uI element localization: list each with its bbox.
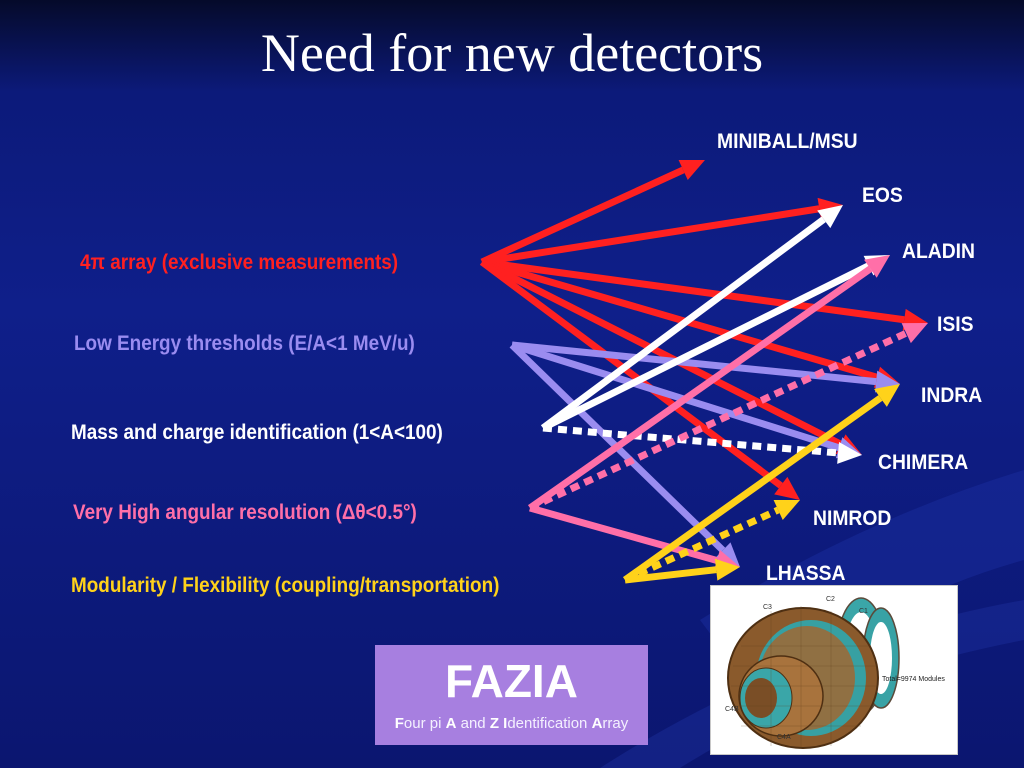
ring-label-c3: C3 xyxy=(763,604,772,611)
fazia-sub-part: I xyxy=(503,715,508,732)
fazia-sub-part: dentification xyxy=(507,715,592,732)
link-line-r1-miniballmsu xyxy=(480,166,685,266)
link-line-r2-chimera xyxy=(510,341,841,452)
detector-nimrod: NIMROD xyxy=(813,507,892,530)
fazia-sub-part: our pi xyxy=(403,715,446,732)
requirement-angular-resolution: Very High angular resolution (Δθ<0.5°) xyxy=(73,501,417,524)
detector-chimera: CHIMERA xyxy=(878,451,969,474)
fazia-name: FAZIA xyxy=(445,655,578,707)
link-line-r1-eos xyxy=(481,205,820,266)
link-line-r5-lhassa xyxy=(624,566,717,584)
modules-count-label: Total=9974 Modules xyxy=(882,676,945,683)
detector-lhassa: LHASSA xyxy=(766,562,846,585)
arrowhead-r3-chimera xyxy=(837,442,862,464)
arrowhead-r2-indra xyxy=(875,370,900,393)
fazia-sub-part: A xyxy=(591,715,603,732)
detector-eos: EOS xyxy=(862,184,903,207)
arrowhead-r4-isis xyxy=(901,323,928,344)
arrowhead-r5-indra xyxy=(874,384,900,407)
link-line-r1-chimera xyxy=(480,258,843,448)
arrowhead-r1-miniballmsu xyxy=(678,159,705,180)
fazia-sub-part: F xyxy=(394,715,404,732)
arrowhead-r2-lhassa xyxy=(715,542,740,567)
fazia-sub-part: A xyxy=(445,715,457,732)
arrowhead-r1-nimrod xyxy=(774,476,800,500)
link-line-r2-indra xyxy=(511,341,877,386)
link-line-r3-eos xyxy=(540,216,826,431)
ring-label-c1: C1 xyxy=(859,608,868,615)
ring-label-c4b: C4B xyxy=(725,706,739,713)
fazia-sub-part: rray xyxy=(602,715,629,732)
link-line-r3-aladin xyxy=(541,262,871,432)
detector-indra: INDRA xyxy=(921,384,983,407)
link-line-r3-chimera xyxy=(542,424,839,457)
requirement-4pi-array: 4π array (exclusive measurements) xyxy=(80,251,399,274)
arrowhead-r3-eos xyxy=(817,205,843,229)
detector-rendering-image: C3 C2 C1 C4B C4A xyxy=(710,585,958,755)
link-line-r5-indra xyxy=(622,395,883,583)
requirement-mass-charge-identification: Mass and charge identification (1<A<100) xyxy=(71,421,443,444)
link-line-r1-indra xyxy=(481,258,878,381)
link-line-r5-nimrod xyxy=(623,506,780,584)
fazia-sub-part: and xyxy=(456,715,490,732)
link-line-r1-nimrod xyxy=(479,259,783,489)
arrowhead-r5-nimrod xyxy=(773,499,800,520)
detector-miniball-msu: MINIBALL/MSU xyxy=(717,130,858,153)
detector-isis: ISIS xyxy=(937,313,974,336)
fazia-box: FAZIA Four pi A and Z Identification Arr… xyxy=(375,645,648,745)
link-line-r4-aladin xyxy=(527,265,873,511)
ring-label-c2: C2 xyxy=(826,596,835,603)
detector-aladin: ALADIN xyxy=(902,240,975,263)
requirement-modularity: Modularity / Flexibility (coupling/trans… xyxy=(71,574,500,597)
link-line-r1-isis xyxy=(481,258,905,324)
detector-rings-illustration xyxy=(711,586,957,754)
fazia-sub-part: Z xyxy=(489,715,499,732)
arrowhead-r5-lhassa xyxy=(714,558,740,581)
arrowhead-r4-aladin xyxy=(864,255,890,278)
requirement-low-energy-thresholds: Low Energy thresholds (E/A<1 MeV/u) xyxy=(74,332,415,355)
slide-title: Need for new detectors xyxy=(260,23,764,83)
ring-label-c4a: C4A xyxy=(777,734,791,741)
link-line-r4-isis xyxy=(528,329,908,512)
fazia-acronym-expansion: Four pi A and Z Identification Array xyxy=(375,715,648,732)
